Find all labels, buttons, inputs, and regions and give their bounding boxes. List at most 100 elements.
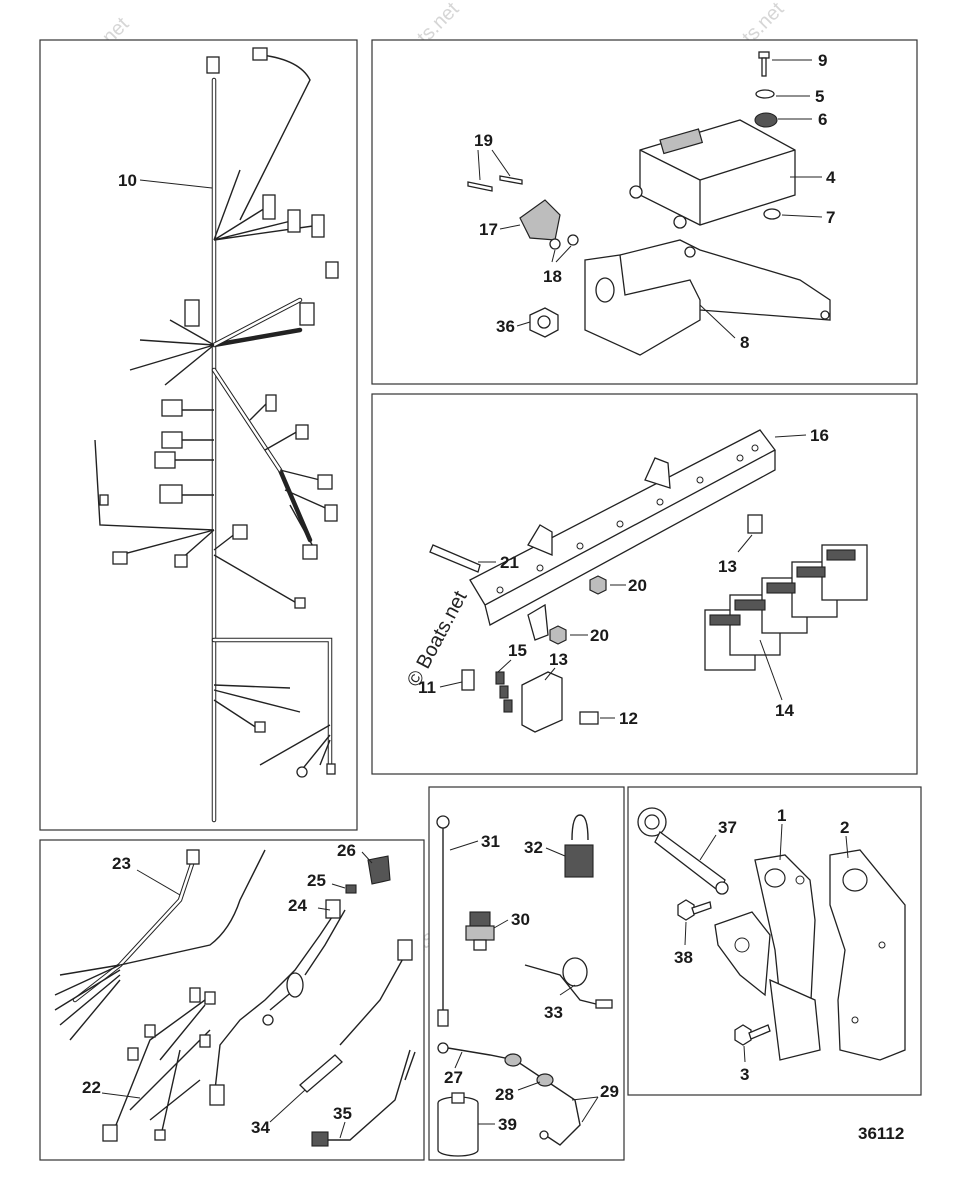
leader-line [516, 321, 531, 327]
nut-icon [549, 238, 561, 250]
connector-icon [254, 721, 266, 733]
leader-line [477, 149, 481, 181]
leader-line [555, 245, 572, 263]
screw-icon [499, 175, 523, 185]
leader-line [454, 1051, 463, 1069]
nut-icon [549, 625, 567, 645]
callout-13: 13 [549, 650, 568, 669]
connector-icon [252, 47, 268, 61]
diagram-id: 36112 [858, 1124, 904, 1143]
callout-5: 5 [815, 87, 824, 106]
nut-icon [567, 234, 579, 246]
main-engine-harness [94, 47, 339, 823]
callout-2: 2 [840, 818, 849, 837]
leader-line [545, 847, 566, 857]
terminal-icon [296, 766, 308, 778]
screw-icon [761, 57, 767, 77]
callout-10: 10 [118, 171, 137, 190]
ring-terminal-icon [436, 815, 450, 829]
panel-lower-harness [39, 839, 425, 1161]
stud-icon [429, 544, 481, 573]
connector-icon [311, 1131, 329, 1147]
clip-icon [747, 514, 763, 534]
relay-bracket-assembly [429, 429, 868, 733]
callout-22: 22 [82, 1078, 101, 1097]
bolt-icon [677, 899, 695, 921]
callout-24: 24 [288, 896, 307, 915]
pressure-sender-icon [469, 911, 491, 927]
leader-line [544, 667, 556, 681]
clip-icon [579, 711, 599, 725]
leader-line [439, 681, 463, 688]
leader-line [491, 149, 511, 177]
connector-icon [294, 597, 306, 609]
connector-icon [437, 1009, 449, 1027]
connector-icon [184, 299, 200, 327]
leader-line [559, 984, 576, 996]
leader-line [551, 249, 556, 263]
leader-line [497, 659, 512, 673]
leader-line [331, 883, 346, 889]
connector-icon [302, 544, 318, 560]
connector-icon [159, 484, 183, 504]
connector-icon [161, 431, 183, 449]
screw-icon [467, 181, 493, 192]
callout-8: 8 [740, 333, 749, 352]
connector-icon [102, 1124, 118, 1142]
callout-25: 25 [307, 871, 326, 890]
fuse-icon [495, 671, 513, 713]
fuse-cover-icon [521, 671, 563, 733]
callout-38: 38 [674, 948, 693, 967]
leader-line [759, 639, 783, 701]
callout-35: 35 [333, 1104, 352, 1123]
callout-18: 18 [543, 267, 562, 286]
connector-icon [144, 1024, 156, 1038]
connector-icon [154, 1129, 166, 1141]
fuse-holder-icon [461, 669, 475, 691]
callout-19: 19 [474, 131, 493, 150]
connector-icon [112, 551, 128, 565]
leader-line [136, 869, 181, 896]
callout-36: 36 [496, 317, 515, 336]
leader-line [499, 224, 521, 230]
panel-main-harness [39, 39, 358, 831]
connector-icon [536, 1073, 554, 1087]
connector-icon [232, 524, 248, 540]
connector-icon [262, 194, 276, 220]
callout-29: 29 [600, 1082, 619, 1101]
callout-14: 14 [775, 701, 794, 720]
nut-icon [589, 575, 607, 595]
washer-icon [755, 89, 775, 99]
connector-icon [209, 1084, 225, 1106]
callout-15: 15 [508, 641, 527, 660]
connector-icon [397, 939, 413, 961]
ecm-assembly [467, 51, 831, 356]
callout-9: 9 [818, 51, 827, 70]
callout-3: 3 [740, 1065, 749, 1084]
grommet-icon [754, 112, 778, 128]
brackets-assembly [637, 807, 906, 1061]
connector-icon [504, 1053, 522, 1067]
callout-11: 11 [418, 678, 436, 697]
connector-icon [317, 474, 333, 490]
sensors-assembly [436, 814, 613, 1157]
callout-20: 20 [590, 626, 609, 645]
temp-sensor-icon [562, 957, 588, 987]
leader-line [269, 1089, 306, 1123]
callout-30: 30 [511, 910, 530, 929]
callout-7: 7 [826, 208, 835, 227]
connector-icon [189, 987, 201, 1003]
leader-line [361, 851, 373, 864]
terminal-lock-icon [345, 884, 357, 894]
connector-icon [204, 991, 216, 1005]
leader-line [581, 1096, 599, 1123]
connector-icon [154, 451, 176, 469]
leader-line [317, 907, 331, 911]
screw-icon [758, 51, 770, 59]
callout-33: 33 [544, 1003, 563, 1022]
callout-6: 6 [818, 110, 827, 129]
leader-line [779, 823, 783, 861]
leader-line [493, 919, 509, 929]
ferrite-icon [286, 972, 304, 998]
